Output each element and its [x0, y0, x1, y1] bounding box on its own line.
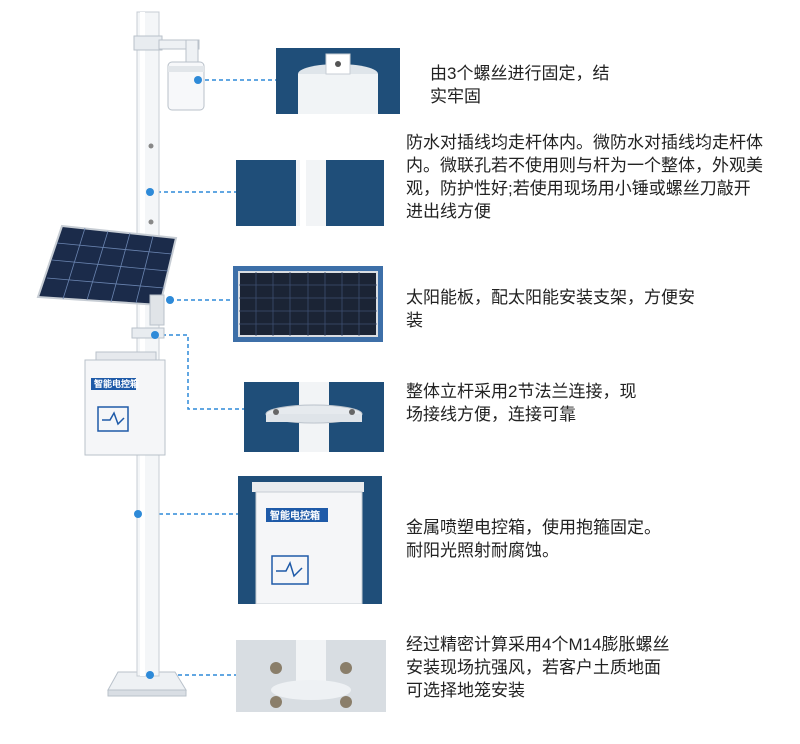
desc-cabinet: 金属喷塑电控箱，使用抱箍固定。耐阳光照射耐腐蚀。	[406, 518, 661, 560]
control-box-label: 智能电控箱	[94, 378, 139, 389]
thumb-cabinet: 智能电控箱	[238, 476, 382, 604]
thumb-solar	[233, 266, 383, 342]
pole	[131, 11, 165, 677]
desc-flange: 整体立杆采用2节法兰连接，现场接线方便，连接可靠	[406, 382, 637, 424]
desc-base: 经过精密计算采用4个M14膨胀螺丝安装现场抗强风，若客户土质地面可选择地笼安装	[406, 635, 670, 700]
callout-dots	[134, 76, 202, 679]
thumb-wiring	[236, 160, 384, 226]
desc-screws: 由3个螺丝进行固定，结实牢固	[430, 64, 610, 106]
desc-wiring: 防水对插线均走杆体内。微防水对插线均走杆体内。微联孔若不使用则与杆为一个整体，外…	[406, 133, 763, 221]
thumb-base	[236, 640, 386, 712]
cabinet-label: 智能电控箱	[270, 509, 320, 522]
control-box: 智能电控箱	[84, 351, 166, 456]
desc-solar: 太阳能板，配太阳能安装支架，方便安装	[406, 288, 695, 330]
thumb-screws	[276, 48, 400, 114]
base-plate	[107, 671, 187, 697]
leader-flange	[155, 334, 244, 410]
sensor-arm	[158, 39, 205, 111]
thumb-flange	[244, 382, 384, 452]
solar-panel	[36, 224, 178, 326]
